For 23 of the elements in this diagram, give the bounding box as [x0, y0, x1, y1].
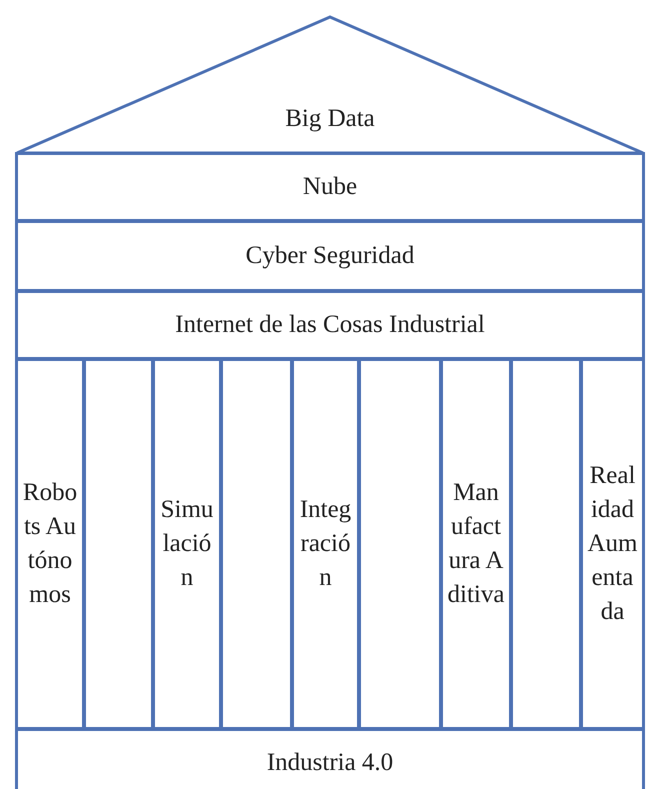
foundation-box: [15, 728, 645, 789]
layer-label: Industria 4.0: [266, 749, 394, 777]
layer-box: [15, 220, 645, 292]
layer-label: Cyber Seguridad: [246, 242, 414, 270]
roof-label: Big Data: [285, 105, 375, 133]
layer-box: [15, 152, 645, 222]
pillar-label: Manufactura Aditiva: [446, 478, 506, 610]
layer-box: [15, 290, 645, 360]
pillar-box: [291, 358, 360, 730]
pillar-box: [83, 358, 154, 730]
pillar-box: [510, 358, 582, 730]
layer-label: Internet de las Cosas Industrial: [175, 311, 485, 339]
pillar-box: [15, 358, 85, 730]
pillar-box: [220, 358, 293, 730]
pillar-label: Simulación: [160, 495, 214, 593]
pillar-box: [358, 358, 442, 730]
pillar-box: [152, 358, 222, 730]
pillar-box: [440, 358, 512, 730]
pillar-box: [580, 358, 645, 730]
layer-label: Nube: [302, 173, 358, 201]
pillar-label: Integración: [298, 495, 352, 593]
pillar-label: Realidad Aumentada: [586, 461, 638, 627]
pillar-label: Robots Autónomos: [22, 478, 78, 610]
